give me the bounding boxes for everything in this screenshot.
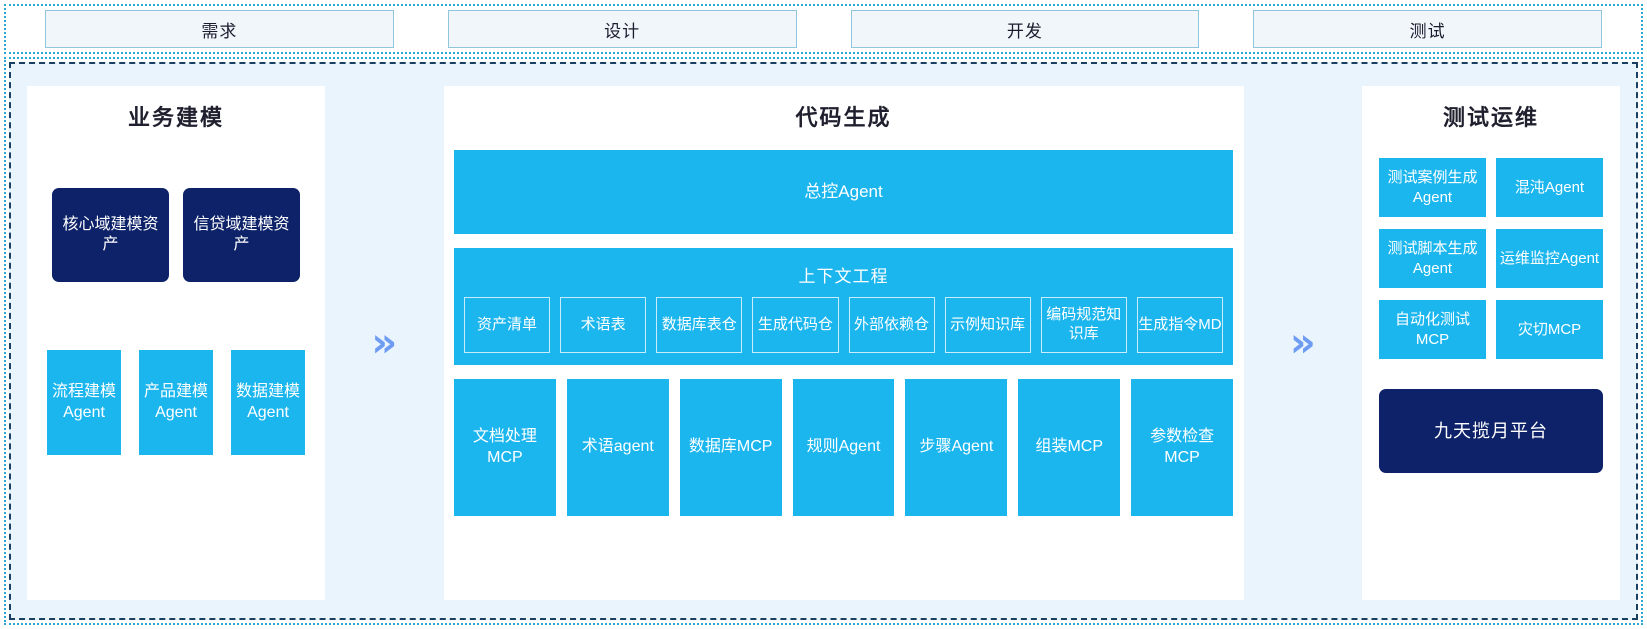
panel-title: 测试运维 [1442,105,1539,130]
context-item-glossary[interactable]: 术语表 [560,297,647,353]
context-item-external-dependency-repo[interactable]: 外部依赖仓 [848,297,935,353]
business-asset-group: 核心域建模资产 信贷域建模资产 [52,188,300,282]
context-item-coding-standard-knowledge-base[interactable]: 编码规范知识库 [1040,297,1127,353]
phase-strip: 需求 设计 开发 测试 [4,4,1643,54]
context-item-generation-instruction-md[interactable]: 生成指令MD [1136,297,1223,353]
context-item-db-table-repo[interactable]: 数据库表仓 [656,297,743,353]
phase-tab-label: 开发 [1006,21,1043,41]
panel-title: 代码生成 [795,105,892,130]
tool-assembly-mcp[interactable]: 组装MCP [1018,379,1121,516]
test-script-generation-agent[interactable]: 测试脚本生成Agent [1379,229,1486,288]
context-item-asset-list[interactable]: 资产清单 [464,297,551,353]
double-chevron-right-icon: » [1289,320,1316,366]
context-item-row: 资产清单 术语表 数据库表仓 生成代码仓 外部依赖仓 示例知识库 编码规范知识库… [464,297,1223,353]
panel-business-modeling: 业务建模 核心域建模资产 信贷域建模资产 流程建模Agent 产品建模Agent… [27,86,325,600]
context-item-generated-code-repo[interactable]: 生成代码仓 [752,297,839,353]
context-item-example-knowledge-base[interactable]: 示例知识库 [944,297,1031,353]
agent-process-modeling[interactable]: 流程建模Agent [47,350,121,455]
phase-tab-requirements[interactable]: 需求 [45,10,394,48]
test-case-generation-agent[interactable]: 测试案例生成Agent [1379,158,1486,217]
jiutian-lanyue-platform[interactable]: 九天揽月平台 [1379,389,1603,473]
phase-tab-label: 测试 [1409,21,1446,41]
agent-data-modeling[interactable]: 数据建模Agent [231,350,305,455]
test-ops-grid: 测试案例生成Agent 混沌Agent 测试脚本生成Agent 运维监控Agen… [1379,158,1603,359]
code-generation-content: 总控Agent 上下文工程 资产清单 术语表 数据库表仓 生成代码仓 外部依赖仓… [454,150,1234,516]
master-agent-box[interactable]: 总控Agent [454,150,1233,234]
chaos-agent[interactable]: 混沌Agent [1496,158,1603,217]
panel-title: 业务建模 [127,105,224,130]
double-chevron-right-icon: » [371,320,398,366]
panel-test-operations: 测试运维 测试案例生成Agent 混沌Agent 测试脚本生成Agent 运维监… [1362,86,1620,600]
tool-step-agent[interactable]: 步骤Agent [905,379,1008,516]
phase-tab-label: 需求 [201,21,238,41]
automated-test-mcp[interactable]: 自动化测试MCP [1379,300,1486,359]
operations-monitoring-agent[interactable]: 运维监控Agent [1496,229,1603,288]
context-engineering-block: 上下文工程 资产清单 术语表 数据库表仓 生成代码仓 外部依赖仓 示例知识库 编… [454,248,1233,365]
context-engineering-title: 上下文工程 [798,267,889,286]
phase-tab-development[interactable]: 开发 [850,10,1200,48]
flow-arrow-left: » [325,86,444,600]
asset-credit-domain[interactable]: 信贷域建模资产 [183,188,300,282]
phase-tab-label: 设计 [604,21,641,41]
agent-product-modeling[interactable]: 产品建模Agent [139,350,213,455]
business-agent-group: 流程建模Agent 产品建模Agent 数据建模Agent [47,350,305,455]
tool-database-mcp[interactable]: 数据库MCP [679,379,782,516]
tool-rule-agent[interactable]: 规则Agent [792,379,895,516]
flow-arrow-right: » [1244,86,1363,600]
phase-tab-testing[interactable]: 测试 [1253,10,1602,48]
body-outer-frame [4,57,1643,625]
disaster-switch-mcp[interactable]: 灾切MCP [1496,300,1603,359]
tool-parameter-check-mcp[interactable]: 参数检查MCP [1131,379,1234,516]
body-inner-frame: 业务建模 核心域建模资产 信贷域建模资产 流程建模Agent 产品建模Agent… [9,62,1638,620]
phase-tab-design[interactable]: 设计 [447,10,797,48]
asset-core-domain[interactable]: 核心域建模资产 [52,188,169,282]
tool-glossary-agent[interactable]: 术语agent [566,379,669,516]
tool-row: 文档处理MCP 术语agent 数据库MCP 规则Agent 步骤Agent 组… [454,379,1234,516]
panel-code-generation: 代码生成 总控Agent 上下文工程 资产清单 术语表 数据库表仓 生成代码仓 … [443,86,1244,600]
tool-document-processing-mcp[interactable]: 文档处理MCP [454,379,556,516]
